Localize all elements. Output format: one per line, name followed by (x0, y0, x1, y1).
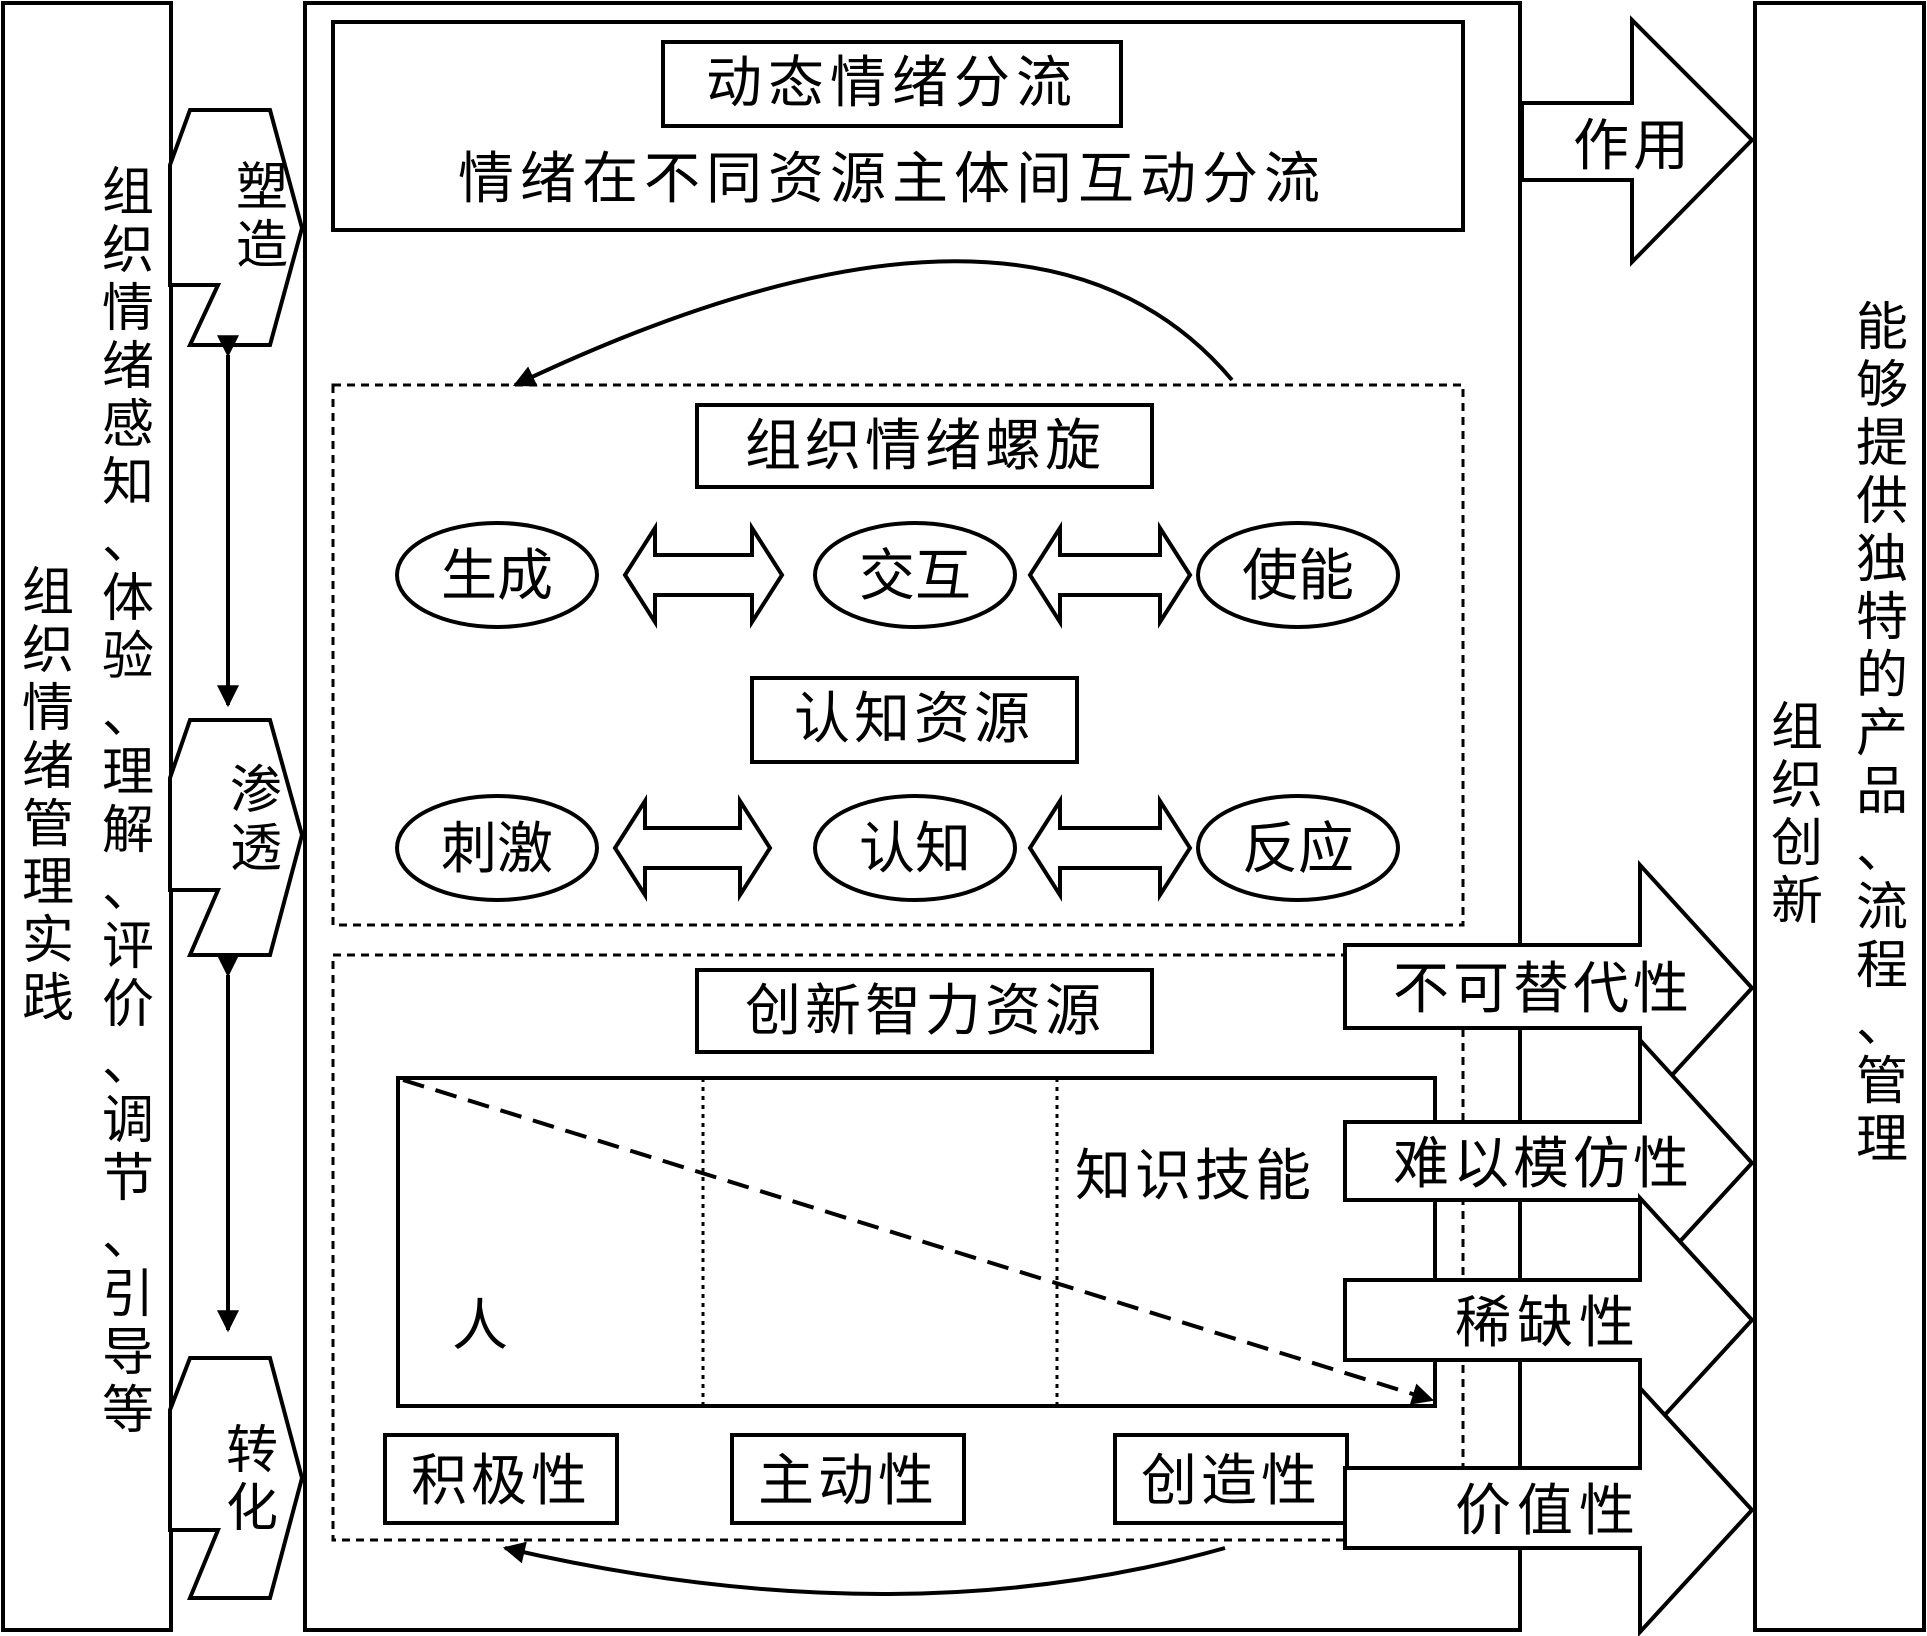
diagonal-arrow (402, 1078, 1435, 1405)
effect-arrow (1520, 15, 1755, 267)
spiral-title-frame (695, 403, 1154, 489)
oval-cognition (813, 794, 1017, 902)
oval-interact (813, 521, 1017, 629)
inimitable-label: 难以模仿性 (1393, 1132, 1693, 1197)
left-outer-label: 组织情绪管理实践 (22, 563, 74, 1029)
person-label: 人 (452, 1294, 508, 1359)
left-inner-label: 组织情绪感知、体验、理解、评价、调节、引导等 (102, 163, 154, 1441)
top-box-title-frame (661, 40, 1123, 128)
value-label: 价值性 (1455, 1479, 1641, 1544)
right-outer-col1: 组织创新 (1771, 698, 1823, 932)
knowledge-label: 知识技能 (1075, 1144, 1315, 1209)
oval-cognition-label: 认知 (859, 817, 971, 882)
trait-box-1 (383, 1433, 619, 1525)
double-arrow-2 (1027, 521, 1193, 629)
spiral-title: 组织情绪螺旋 (745, 414, 1105, 479)
right-outer-col2: 能够提供独特的产品、流程、管理 (1856, 298, 1908, 1170)
innovation-box (331, 953, 1465, 1542)
oval-stimulus-label: 刺激 (441, 817, 553, 882)
trait-label-2: 主动性 (758, 1449, 938, 1514)
shape-arrow: 塑造 (168, 108, 305, 347)
spiral-box (331, 383, 1465, 927)
right-outer-panel (1753, 1, 1926, 1632)
value-arrow (1343, 1382, 1755, 1636)
oval-enable-label: 使能 (1242, 544, 1354, 609)
scarcity-label: 稀缺性 (1455, 1291, 1641, 1356)
oval-generate (395, 521, 599, 629)
irreplaceable-label: 不可替代性 (1393, 957, 1693, 1022)
trait-label-3: 创造性 (1141, 1449, 1321, 1514)
oval-stimulus (395, 794, 599, 902)
double-arrow-4 (1027, 794, 1193, 902)
trait-box-2 (730, 1433, 966, 1525)
top-box-subtitle: 情绪在不同资源主体间互动分流 (458, 147, 1326, 212)
cognitive-title: 认知资源 (794, 687, 1034, 752)
cognitive-title-frame (750, 676, 1079, 764)
innovation-title-frame (695, 968, 1154, 1054)
transform-arrow: 转化 (168, 1356, 305, 1600)
flow-curve-top (513, 259, 1234, 387)
oval-enable (1196, 521, 1400, 629)
double-arrow-3 (612, 794, 773, 902)
left-outer-panel (1, 1, 173, 1632)
oval-response (1196, 794, 1400, 902)
transform-arrow-label: 转化 (226, 1421, 278, 1539)
oval-interact-label: 交互 (859, 544, 971, 609)
double-arrow-1 (622, 521, 785, 629)
shape-arrow-label: 塑造 (236, 158, 288, 276)
trait-box-3 (1113, 1433, 1349, 1525)
flow-curve-bottom (502, 1541, 1226, 1596)
permeate-arrow: 渗透 (168, 718, 305, 957)
oval-response-label: 反应 (1242, 817, 1354, 882)
oval-generate-label: 生成 (441, 544, 553, 609)
scarcity-arrow (1343, 1192, 1755, 1448)
top-box-title: 动态情绪分流 (706, 51, 1078, 116)
center-frame (303, 1, 1522, 1632)
innovation-title: 创新智力资源 (745, 979, 1105, 1044)
permeate-arrow-label: 渗透 (230, 761, 282, 879)
effect-arrow-label: 作用 (1573, 114, 1693, 179)
trait-label-1: 积极性 (411, 1449, 591, 1514)
